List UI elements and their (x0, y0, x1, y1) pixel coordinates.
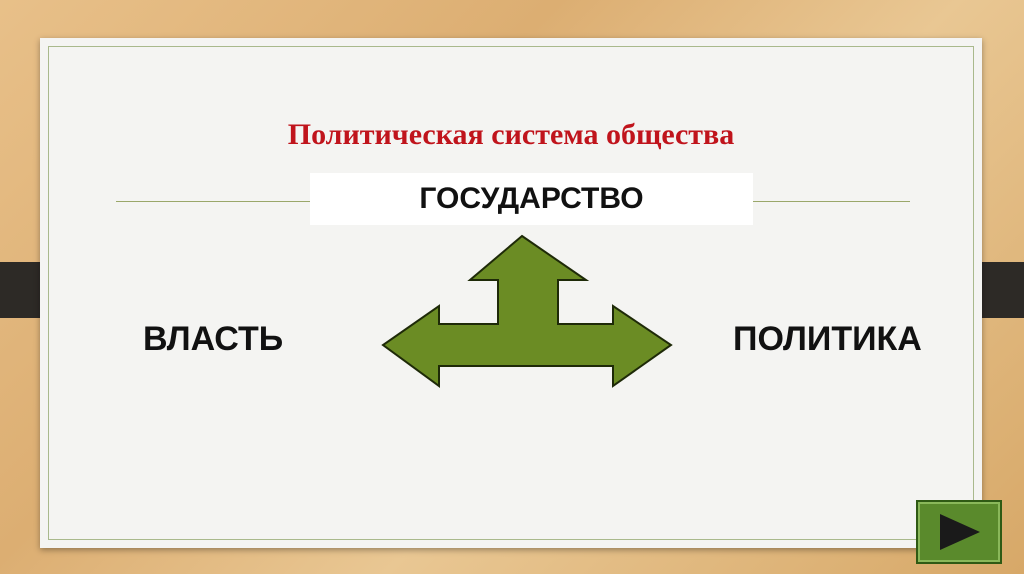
politics-label: ПОЛИТИКА (733, 320, 922, 358)
left-divider (116, 201, 312, 202)
slide-frame (48, 46, 974, 540)
play-triangle-icon (940, 514, 980, 550)
slide: Политическая система общества ГОСУДАРСТВ… (40, 38, 982, 548)
power-label: ВЛАСТЬ (143, 320, 284, 358)
right-divider (750, 201, 910, 202)
state-label: ГОСУДАРСТВО (310, 173, 753, 225)
slide-title: Политическая система общества (287, 118, 735, 151)
three-way-arrow-icon (381, 234, 673, 388)
arrow-shape (381, 234, 673, 388)
next-slide-button[interactable] (916, 500, 1002, 564)
